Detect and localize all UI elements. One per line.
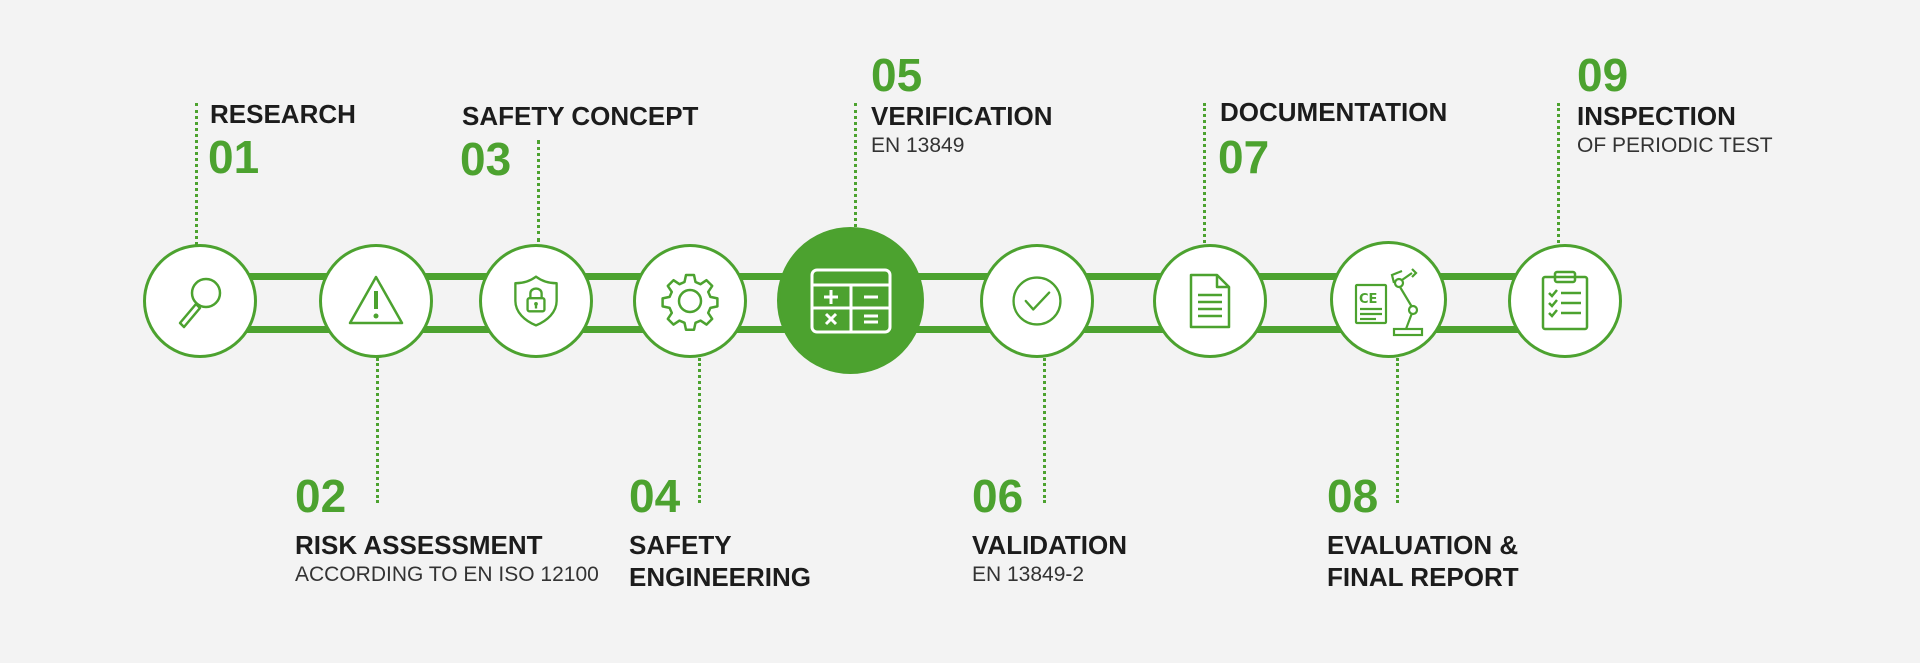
step-05-title: VERIFICATION — [871, 101, 1053, 131]
step-09-subtitle: OF PERIODIC TEST — [1577, 134, 1773, 157]
step-09-title: INSPECTION — [1577, 101, 1736, 131]
step-05-number: 05 — [871, 49, 923, 101]
step-07-title: DOCUMENTATION — [1220, 97, 1448, 127]
step-06-label: 06 VALIDATION EN 13849-2 — [972, 473, 1127, 589]
step-09-number: 09 — [1577, 49, 1629, 101]
step-04-title-line2: ENGINEERING — [629, 562, 812, 592]
step-02-subtitle: ACCORDING TO EN ISO 12100 — [295, 563, 599, 586]
step-07-label: DOCUMENTATION 07 — [1218, 96, 1448, 183]
step-06-circle — [980, 244, 1094, 358]
connector-09 — [1557, 103, 1560, 243]
step-04-number: 04 — [629, 470, 681, 522]
step-08-title-line2: FINAL REPORT — [1327, 562, 1519, 592]
document-icon — [1189, 273, 1231, 329]
connector-03 — [537, 140, 540, 242]
connector-04 — [698, 358, 701, 503]
step-04-circle — [633, 244, 747, 358]
calculator-icon — [810, 268, 891, 333]
step-01-circle — [143, 244, 257, 358]
ce-robot-arm-icon: CE — [1354, 267, 1423, 336]
step-09-circle — [1508, 244, 1622, 358]
step-02-number: 02 — [295, 470, 347, 522]
gear-icon — [661, 273, 719, 332]
magnifier-icon — [178, 277, 222, 329]
step-01-number: 01 — [208, 131, 260, 183]
step-02-circle — [319, 244, 433, 358]
step-03-label: SAFETY CONCEPT 03 — [460, 100, 699, 185]
svg-text:CE: CE — [1359, 292, 1377, 307]
connector-02 — [376, 358, 379, 503]
step-06-number: 06 — [972, 470, 1024, 522]
warning-triangle-icon — [348, 275, 404, 325]
step-05-subtitle: EN 13849 — [871, 134, 965, 157]
step-03-circle — [479, 244, 593, 358]
step-01-label: RESEARCH 01 — [208, 98, 356, 183]
step-01-title: RESEARCH — [210, 99, 356, 129]
step-07-circle — [1153, 244, 1267, 358]
step-07-number: 07 — [1218, 131, 1270, 183]
step-04-label: 04 SAFETY ENGINEERING — [629, 473, 811, 593]
step-03-number: 03 — [460, 133, 512, 185]
step-08-number: 08 — [1327, 470, 1379, 522]
step-05-circle — [777, 227, 924, 374]
checkmark-circle-icon — [1012, 276, 1062, 326]
connector-01 — [195, 103, 198, 245]
step-02-title: RISK ASSESSMENT — [295, 530, 543, 560]
step-08-label: 08 EVALUATION & FINAL REPORT — [1327, 473, 1519, 593]
step-06-title: VALIDATION — [972, 530, 1128, 560]
step-02-label: 02 RISK ASSESSMENT ACCORDING TO EN ISO 1… — [295, 473, 599, 589]
step-08-title-line1: EVALUATION & — [1327, 530, 1519, 560]
connector-08 — [1396, 358, 1399, 503]
step-06-subtitle: EN 13849-2 — [972, 563, 1085, 586]
clipboard-checklist-icon — [1541, 270, 1589, 331]
shield-lock-icon — [514, 275, 558, 327]
connector-07 — [1203, 103, 1206, 243]
connector-05 — [854, 103, 857, 227]
step-04-title-line1: SAFETY — [629, 530, 732, 560]
step-05-label: 05 VERIFICATION EN 13849 — [871, 52, 1053, 160]
step-09-label: 09 INSPECTION OF PERIODIC TEST — [1577, 52, 1773, 160]
step-08-circle: CE — [1330, 241, 1447, 358]
step-03-title: SAFETY CONCEPT — [462, 101, 699, 131]
connector-06 — [1043, 358, 1046, 503]
